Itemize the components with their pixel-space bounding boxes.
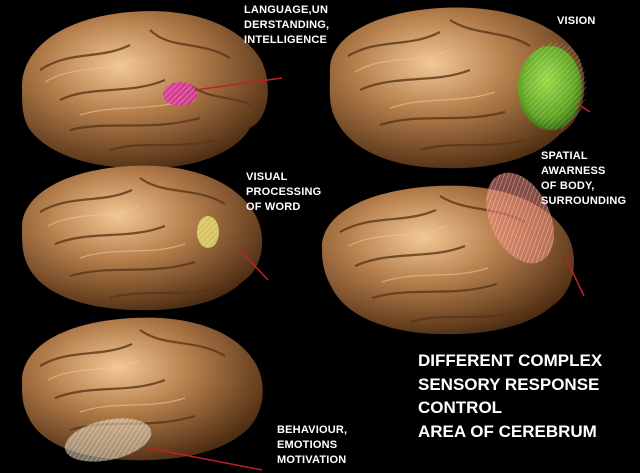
label-language: LANGUAGE,UN DERSTANDING, INTELLIGENCE (244, 4, 330, 46)
brain-bottom-left (21, 317, 263, 461)
brain-top-right (329, 7, 585, 169)
behaviour-pointer (147, 447, 263, 471)
spatial-region-hatch (486, 172, 554, 264)
label-vision: VISION (557, 15, 596, 27)
spatial-pointer (565, 257, 585, 297)
language-region-hatch (163, 82, 197, 106)
vision-pointer (577, 103, 591, 113)
label-visual-word: VISUAL PROCESSING OF WORD (246, 171, 322, 213)
visual-word-region-hatch (197, 216, 219, 248)
diagram-title: DIFFERENT COMPLEX SENSORY RESPONSE CONTR… (418, 351, 603, 441)
brain-top-left (21, 11, 268, 169)
label-behaviour: BEHAVIOUR, EMOTIONS MOTIVATION (277, 424, 348, 466)
visual-word-pointer (239, 249, 269, 281)
label-spatial: SPATIAL AWARNESS OF BODY, SURROUNDING (541, 150, 627, 207)
brain-middle-left (21, 165, 263, 311)
language-pointer (194, 77, 283, 91)
vision-region-hatch (523, 42, 587, 130)
behaviour-region-hatch (64, 418, 152, 462)
